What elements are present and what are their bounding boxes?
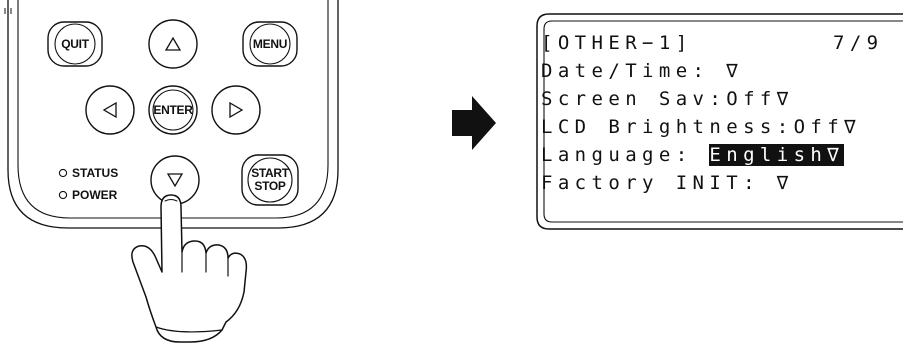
triangle-down-icon: [166, 173, 184, 188]
enter-label: ENTER: [153, 103, 193, 117]
lcd-page-indicator: 7/9: [833, 32, 884, 54]
right-button[interactable]: [211, 85, 261, 135]
down-button[interactable]: [150, 155, 200, 205]
triangle-left-icon: [102, 101, 117, 119]
lcd-line-screen-saver[interactable]: Screen Sav:Off∇: [541, 88, 794, 110]
quit-label: QUIT: [61, 37, 89, 51]
lcd-line-title: [OTHER−1]: [541, 32, 693, 54]
up-button[interactable]: [148, 19, 198, 69]
left-button[interactable]: [85, 85, 135, 135]
language-label: Language:: [541, 144, 710, 166]
triangle-right-icon: [229, 101, 244, 119]
lcd-screen: [OTHER−1] 7/9 Date/Time: ∇ Screen Sav:Of…: [541, 32, 901, 212]
pointing-hand-icon: [131, 194, 248, 343]
enter-button[interactable]: ENTER: [148, 85, 198, 135]
status-led-icon: [58, 168, 68, 178]
start-stop-button[interactable]: START STOP: [241, 154, 299, 206]
power-led-icon: [58, 190, 68, 200]
lcd-line-factory-init[interactable]: Factory INIT: ∇: [541, 172, 794, 194]
lcd-line-lcd-brightness[interactable]: LCD Brightness:Off∇: [541, 116, 861, 138]
status-label: STATUS: [72, 166, 118, 180]
power-label: POWER: [72, 188, 118, 202]
language-value-selected[interactable]: English∇: [709, 144, 845, 166]
power-indicator: POWER: [58, 188, 118, 202]
arrow-right-icon: [452, 96, 496, 150]
lcd-title: [OTHER−1]: [541, 32, 693, 54]
menu-label: MENU: [253, 37, 287, 51]
quit-button[interactable]: QUIT: [47, 21, 103, 67]
status-indicator: STATUS: [58, 166, 118, 180]
start-label: START: [251, 166, 290, 180]
stop-label: STOP: [254, 179, 286, 193]
lcd-line-date-time[interactable]: Date/Time: ∇: [541, 60, 744, 82]
lcd-line-language[interactable]: Language: English∇: [541, 144, 845, 166]
menu-button[interactable]: MENU: [242, 21, 298, 67]
triangle-up-icon: [164, 36, 182, 51]
lcd-frame: [536, 13, 903, 230]
